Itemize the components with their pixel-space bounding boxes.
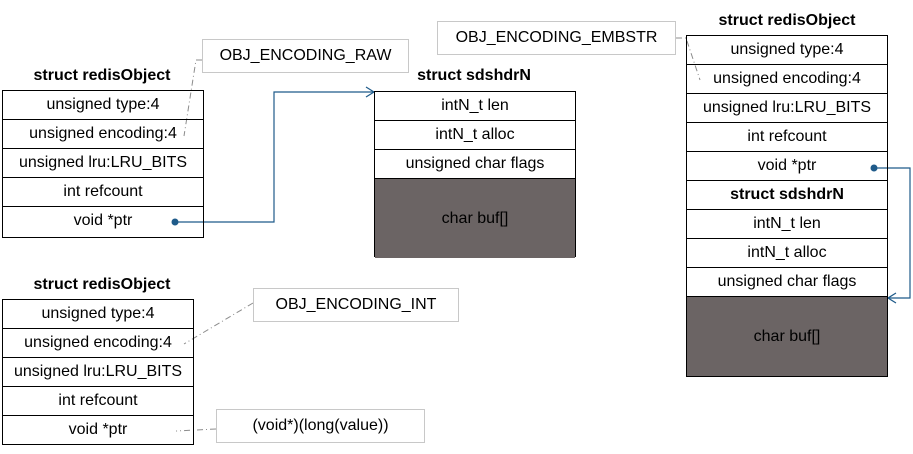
- int-field-refcount: int refcount: [3, 387, 193, 416]
- embstr-field-type: unsigned type:4: [687, 36, 887, 65]
- int-object-title: struct redisObject: [33, 276, 171, 293]
- int-field-lru: unsigned lru:LRU_BITS: [3, 358, 193, 387]
- embstr-field-refcount: int refcount: [687, 123, 887, 152]
- int-field-ptr: void *ptr: [68, 421, 128, 438]
- raw-sds-field-len: intN_t len: [375, 92, 575, 121]
- embstr-field-ptr: void *ptr: [687, 152, 887, 181]
- embstr-encoding-label: OBJ_ENCODING_EMBSTR: [437, 21, 676, 55]
- raw-sds-field-flags: unsigned char flags: [375, 150, 575, 179]
- raw-ptr-arrow: [175, 91, 374, 223]
- raw-encoding-label: OBJ_ENCODING_RAW: [202, 39, 409, 73]
- embstr-sds-buf: char buf[]: [687, 297, 887, 376]
- int-label-leader: [183, 302, 254, 345]
- embstr-sds-field-flags: unsigned char flags: [687, 268, 887, 297]
- embstr-field-lru: unsigned lru:LRU_BITS: [687, 94, 887, 123]
- embstr-ptr-arrowhead: [886, 292, 897, 304]
- raw-label-leader: [183, 59, 202, 137]
- embstr-object-title: struct redisObject: [718, 12, 856, 29]
- int-redis-object: unsigned type:4 unsigned encoding:4 unsi…: [2, 299, 194, 445]
- int-value-label: (void*)(long(value)): [216, 409, 425, 443]
- raw-field-refcount: int refcount: [3, 178, 203, 207]
- raw-field-type: unsigned type:4: [3, 91, 203, 120]
- raw-sds-struct: intN_t len intN_t alloc unsigned char fl…: [374, 91, 576, 258]
- raw-object-title: struct redisObject: [33, 67, 171, 84]
- embstr-sds-title: struct sdshdrN: [687, 181, 887, 210]
- raw-sds-title: struct sdshdrN: [417, 67, 531, 84]
- raw-redis-object: unsigned type:4 unsigned encoding:4 unsi…: [2, 90, 204, 238]
- int-field-type: unsigned type:4: [3, 300, 193, 329]
- embstr-sds-field-len: intN_t len: [687, 210, 887, 239]
- raw-field-ptr: void *ptr: [73, 212, 133, 229]
- embstr-redis-object: unsigned type:4 unsigned encoding:4 unsi…: [686, 35, 888, 377]
- int-encoding-label: OBJ_ENCODING_INT: [253, 288, 459, 322]
- raw-field-lru: unsigned lru:LRU_BITS: [3, 149, 203, 178]
- embstr-field-encoding: unsigned encoding:4: [687, 65, 887, 94]
- embstr-sds-field-alloc: intN_t alloc: [687, 239, 887, 268]
- raw-field-encoding: unsigned encoding:4: [3, 120, 203, 149]
- raw-sds-buf: char buf[]: [375, 179, 575, 258]
- int-field-encoding: unsigned encoding:4: [3, 329, 193, 358]
- embstr-ptr-arrow: [874, 167, 911, 299]
- raw-sds-field-alloc: intN_t alloc: [375, 121, 575, 150]
